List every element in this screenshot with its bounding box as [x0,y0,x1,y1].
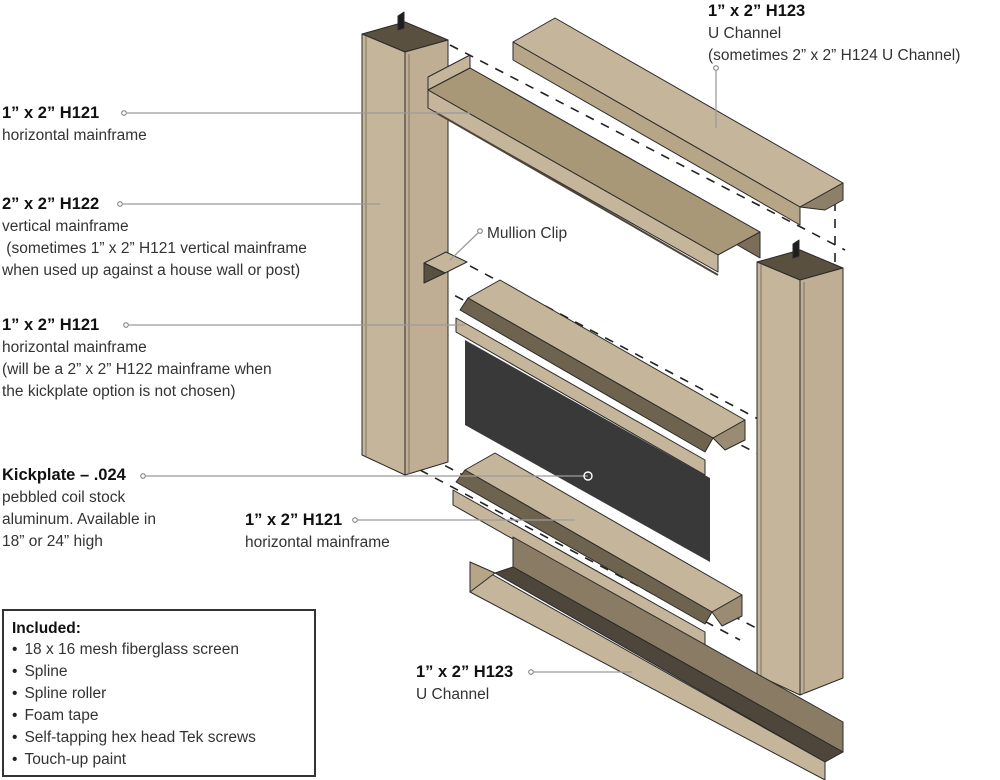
lower-horizontal-mainframe [452,452,743,649]
label-middle-horizontal-mainframe: 1” x 2” H121 horizontal mainframe (will … [2,314,272,403]
included-header: Included: [12,620,81,637]
included-list: 18 x 16 mesh fiberglass screen Spline Sp… [12,639,306,771]
label-title: Mullion Clip [487,225,568,242]
leader-lines [123,71,717,673]
included-item: Touch-up paint [12,749,306,771]
label-top-u-channel: 1” x 2” H123 U Channel (sometimes 2” x 2… [708,0,960,67]
bottom-u-channel [469,536,844,780]
label-title: 2” x 2” H122 [2,195,100,213]
label-desc: U Channel [416,686,490,703]
left-vertical-mainframe [361,11,449,476]
label-title: 1” x 2” H123 [708,2,806,20]
label-desc: horizontal mainframe [245,534,390,551]
included-item: Spline roller [12,683,306,705]
kickplate-panel [465,340,710,562]
label-title: 1” x 2” H121 [245,511,343,529]
top-horizontal-mainframe [427,54,761,276]
included-item: 18 x 16 mesh fiberglass screen [12,639,306,661]
mullion-clip [423,251,468,284]
label-top-horizontal-mainframe: 1” x 2” H121 horizontal mainframe [2,102,147,147]
label-title: Kickplate – .024 [2,466,126,484]
label-lower-horizontal-mainframe: 1” x 2” H121 horizontal mainframe [245,509,390,554]
label-vertical-mainframe: 2” x 2” H122 vertical mainframe (sometim… [2,193,307,282]
right-vertical-mainframe [756,239,844,696]
top-u-channel [512,17,844,226]
label-title: 1” x 2” H121 [2,104,100,122]
label-desc: vertical mainframe (sometimes 1” x 2” H1… [2,218,307,279]
label-desc: horizontal mainframe (will be a 2” x 2” … [2,339,272,400]
included-item: Spline [12,661,306,683]
label-desc: pebbled coil stock aluminum. Available i… [2,489,156,550]
label-kickplate: Kickplate – .024 pebbled coil stock alum… [2,464,156,553]
label-desc: U Channel (sometimes 2” x 2” H124 U Chan… [708,25,961,64]
leader-endpoints [117,65,719,675]
label-bottom-u-channel: 1” x 2” H123 U Channel [416,661,513,706]
middle-horizontal-mainframe [455,279,746,476]
label-title: 1” x 2” H121 [2,316,100,334]
included-items-box: Included: 18 x 16 mesh fiberglass screen… [2,609,316,777]
label-title: 1” x 2” H123 [416,663,514,681]
label-desc: horizontal mainframe [2,127,147,144]
included-item: Self-tapping hex head Tek screws [12,727,306,749]
included-item: Foam tape [12,705,306,727]
label-mullion-clip: Mullion Clip [487,223,567,245]
